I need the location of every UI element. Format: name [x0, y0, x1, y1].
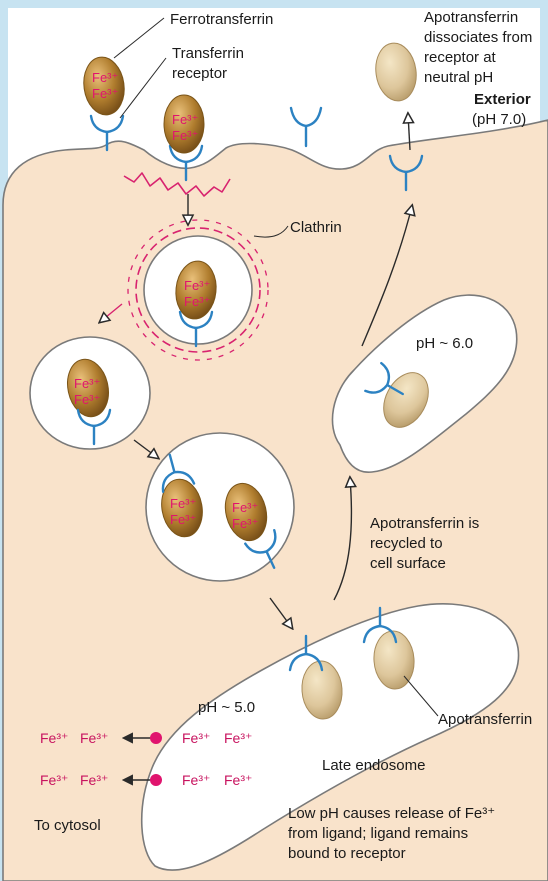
label-dissociates-2: dissociates from — [424, 29, 532, 46]
clathrin-coat — [127, 219, 269, 361]
arrow-fusion — [133, 439, 158, 458]
label-recycled-1: Apotransferrin is — [370, 515, 479, 532]
arrow-uncoating — [100, 303, 123, 322]
label-to-cytosol: To cytosol — [34, 817, 101, 834]
early-endosome — [145, 432, 295, 582]
leader-ferrotransferrin — [113, 17, 165, 59]
label-dissociates-1: Apotransferrin — [424, 9, 518, 26]
fe-label-uncoated-b: Fe³⁺ — [74, 392, 100, 407]
label-exterior: Exterior — [474, 91, 531, 108]
fe-label-uncoated-a: Fe³⁺ — [74, 376, 100, 391]
surface-receptor-3 — [289, 106, 323, 148]
leader-apotransferrin — [403, 675, 439, 717]
clathrin-pit — [123, 172, 231, 197]
label-late-endosome: Late endosome — [322, 757, 425, 774]
arrow-to-surface — [361, 206, 412, 347]
label-recycled-2: recycled to — [370, 535, 443, 552]
arrow-recycle — [333, 478, 351, 601]
fe-endosome-2a: Fe³⁺ — [182, 772, 210, 788]
fe-label-endosome-2a: Fe³⁺ — [232, 500, 258, 515]
fe-label-coated-b: Fe³⁺ — [184, 294, 210, 309]
fe-label-endosome-1b: Fe³⁺ — [170, 512, 196, 527]
fe-label-surface-2a: Fe³⁺ — [172, 112, 198, 127]
fe-label-surface-1a: Fe³⁺ — [92, 70, 118, 85]
label-recycled-3: cell surface — [370, 555, 446, 572]
leader-receptor — [119, 57, 167, 119]
fe-endosome-1b: Fe³⁺ — [224, 730, 252, 746]
label-release-1: Low pH causes release of Fe³⁺ — [288, 805, 495, 822]
label-ph-6: pH ~ 6.0 — [416, 335, 473, 352]
fe-label-surface-2b: Fe³⁺ — [172, 128, 198, 143]
leader-clathrin — [253, 225, 289, 238]
label-dissociates-3: receptor at — [424, 49, 497, 66]
arrow-to-late-endosome — [269, 597, 292, 628]
iron-transporter-1 — [150, 732, 162, 744]
label-dissociates-4: neutral pH — [424, 69, 493, 86]
fe-cytosol-2a: Fe³⁺ — [40, 772, 68, 788]
fe-label-surface-1b: Fe³⁺ — [92, 86, 118, 101]
fe-label-coated-a: Fe³⁺ — [184, 278, 210, 293]
fe-cytosol-2b: Fe³⁺ — [80, 772, 108, 788]
label-apotransferrin: Apotransferrin — [438, 711, 532, 728]
label-ph-5: pH ~ 5.0 — [198, 699, 255, 716]
arrow-dissociation — [408, 114, 410, 151]
fe-cytosol-1a: Fe³⁺ — [40, 730, 68, 746]
fe-label-endosome-2b: Fe³⁺ — [232, 516, 258, 531]
label-transferrin-receptor-2: receptor — [172, 65, 227, 82]
label-exterior-ph: (pH 7.0) — [472, 111, 526, 128]
label-clathrin: Clathrin — [290, 219, 342, 236]
late-endosome-vesicle — [140, 603, 520, 871]
fe-endosome-2b: Fe³⁺ — [224, 772, 252, 788]
fe-cytosol-1b: Fe³⁺ — [80, 730, 108, 746]
label-release-2: from ligand; ligand remains — [288, 825, 468, 842]
iron-transporter-2 — [150, 774, 162, 786]
fe-endosome-1a: Fe³⁺ — [182, 730, 210, 746]
label-transferrin-receptor-1: Transferrin — [172, 45, 244, 62]
fe-label-endosome-1a: Fe³⁺ — [170, 496, 196, 511]
label-release-3: bound to receptor — [288, 845, 406, 862]
label-ferrotransferrin: Ferrotransferrin — [170, 11, 273, 28]
